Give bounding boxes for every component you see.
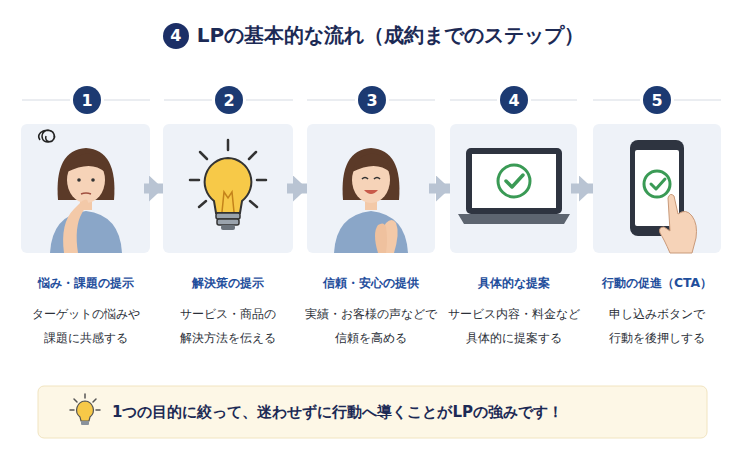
step-card: 信頼・安心の提供実績・お客様の声などで 信頼を高める — [307, 124, 435, 253]
banner-ground — [38, 386, 707, 438]
message-banner: 1つの目的に絞って、迷わせずに行動へ導くことがLPの強みです！ — [38, 386, 707, 438]
step-description: サービス・商品の 解決方法を伝える — [149, 302, 307, 350]
step-number: 4 — [500, 86, 528, 114]
step-caption: 行動の促進（CTA） 申し込みボタンで 行動を後押しする — [579, 275, 735, 350]
step-number: 1 — [73, 86, 101, 114]
step-heading: 悩み・課題の提示 — [7, 275, 164, 292]
step-caption: 具体的な提案サービス内容・料金など 具体的に提案する — [436, 275, 591, 350]
step-heading: 信頼・安心の提供 — [293, 275, 449, 292]
title-row: 4 LPの基本的な流れ（成約までのステップ） — [0, 22, 747, 49]
title: LPの基本的な流れ（成約までのステップ） — [197, 22, 584, 49]
card-grounds — [21, 124, 721, 253]
step-heading: 解決策の提示 — [149, 275, 307, 292]
worried-woman — [39, 130, 122, 253]
step-caption: 解決策の提示サービス・商品の 解決方法を伝える — [149, 275, 307, 350]
section-number: 4 — [163, 23, 189, 49]
step-heading: 具体的な提案 — [436, 275, 591, 292]
light-bulb — [190, 140, 266, 230]
flow-arrow — [144, 184, 163, 194]
step-description: 実績・お客様の声などで 信頼を高める — [293, 302, 449, 350]
step-card: 行動の促進（CTA）申し込みボタンで 行動を後押しする — [593, 124, 721, 253]
step-number: 3 — [358, 86, 386, 114]
smartphone — [630, 140, 697, 253]
flow-arrow — [429, 184, 450, 194]
banner-bulb — [70, 394, 100, 425]
smiling-woman — [334, 148, 408, 253]
step-card: 悩み・課題の提示ターゲットの悩みや 課題に共感する — [21, 124, 150, 253]
flow-arrow — [287, 184, 307, 194]
step-card: 解決策の提示サービス・商品の 解決方法を伝える — [163, 124, 293, 253]
step-description: ターゲットの悩みや 課題に共感する — [7, 302, 164, 350]
step-number: 2 — [215, 86, 243, 114]
step-card: 具体的な提案サービス内容・料金など 具体的に提案する — [450, 124, 577, 253]
step-heading: 行動の促進（CTA） — [579, 275, 735, 292]
step-number: 5 — [643, 86, 671, 114]
flow-arrow — [571, 184, 593, 194]
step-description: 申し込みボタンで 行動を後押しする — [579, 302, 735, 350]
laptop — [458, 148, 570, 224]
step-description: サービス内容・料金など 具体的に提案する — [436, 302, 591, 350]
step-caption: 悩み・課題の提示ターゲットの悩みや 課題に共感する — [7, 275, 164, 350]
step-caption: 信頼・安心の提供実績・お客様の声などで 信頼を高める — [293, 275, 449, 350]
banner-text: 1つの目的に絞って、迷わせずに行動へ導くことがLPの強みです！ — [112, 403, 563, 422]
